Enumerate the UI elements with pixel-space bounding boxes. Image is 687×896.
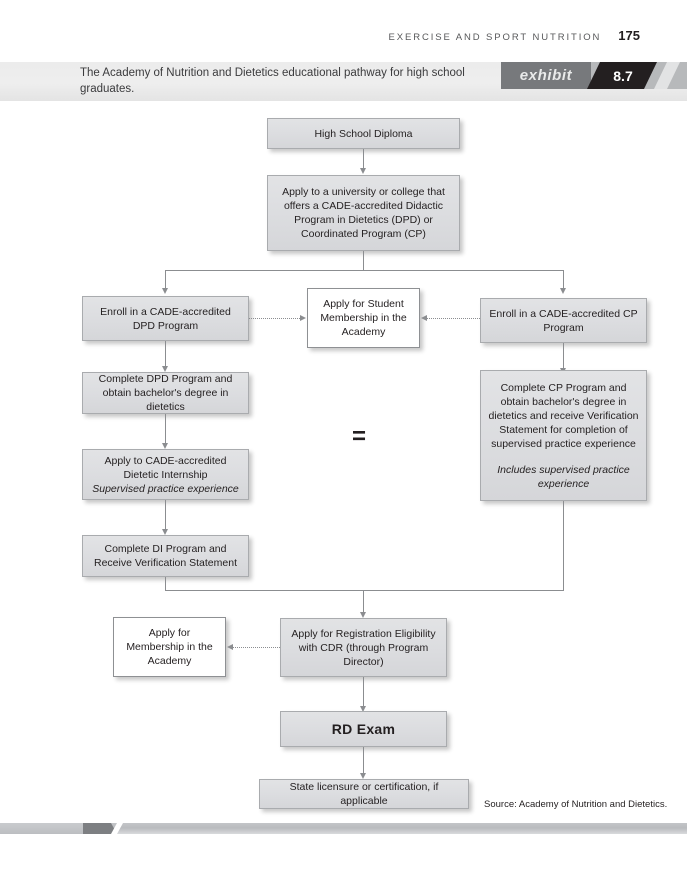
node-complete-cp-main: Complete CP Program and obtain bachelor'… bbox=[488, 381, 639, 450]
arrowhead-merge-to-registration bbox=[360, 612, 366, 618]
node-state-licensure: State licensure or certification, if app… bbox=[259, 779, 469, 809]
node-apply-internship-note: Supervised practice experience bbox=[92, 482, 239, 495]
arrowhead-registration-to-rd-exam bbox=[360, 706, 366, 712]
node-apply-registration-label: Apply for Registration Eligibility with … bbox=[291, 627, 436, 668]
exhibit-slash-decoration bbox=[654, 62, 680, 89]
connector-enroll-dpd-to-complete-dpd bbox=[165, 341, 166, 368]
page-number: 175 bbox=[618, 28, 640, 43]
node-complete-dpd: Complete DPD Program and obtain bachelor… bbox=[82, 372, 249, 414]
footer-bar-left-segment bbox=[0, 823, 83, 834]
connector-merge-bus bbox=[165, 590, 564, 591]
arrowhead-registration-to-membership bbox=[227, 644, 233, 650]
footer-bar-tab bbox=[83, 823, 117, 834]
footer-bar-notch bbox=[111, 823, 123, 834]
node-student-membership: Apply for Student Membership in the Acad… bbox=[307, 288, 420, 348]
node-complete-di-label: Complete DI Program and Receive Verifica… bbox=[94, 543, 237, 569]
node-state-licensure-label: State licensure or certification, if app… bbox=[289, 781, 439, 807]
arrowhead-internship-to-complete-di bbox=[162, 529, 168, 535]
arrowhead-diploma-to-university bbox=[360, 168, 366, 174]
exhibit-caption-text: The Academy of Nutrition and Dietetics e… bbox=[80, 67, 465, 95]
exhibit-number: 8.7 bbox=[613, 67, 633, 84]
arrowhead-enroll-dpd-to-complete-dpd bbox=[162, 366, 168, 372]
node-apply-registration: Apply for Registration Eligibility with … bbox=[280, 618, 447, 677]
connector-bus-to-dpd bbox=[165, 270, 166, 290]
node-student-membership-label: Apply for Student Membership in the Acad… bbox=[320, 298, 407, 338]
connector-cp-to-membership bbox=[427, 318, 480, 319]
connector-merge-to-registration bbox=[363, 590, 364, 614]
connector-complete-cp-down bbox=[563, 501, 564, 591]
arrowhead-rd-exam-to-licensure bbox=[360, 773, 366, 779]
node-apply-membership-label: Apply for Membership in the Academy bbox=[126, 627, 213, 667]
node-enroll-dpd-label: Enroll in a CADE-accredited DPD Program bbox=[100, 305, 231, 332]
connector-rd-exam-to-licensure bbox=[363, 747, 364, 775]
node-apply-university-label: Apply to a university or college that of… bbox=[282, 186, 445, 240]
running-head-title: EXERCISE AND SPORT NUTRITION bbox=[388, 32, 602, 43]
connector-split-bus bbox=[165, 270, 564, 271]
connector-complete-dpd-to-internship bbox=[165, 414, 166, 445]
node-apply-dietetic-internship: Apply to CADE-accredited Dietetic Intern… bbox=[82, 449, 249, 500]
node-high-school-diploma-label: High School Diploma bbox=[314, 127, 413, 140]
node-apply-university: Apply to a university or college that of… bbox=[267, 175, 460, 251]
exhibit-label: exhibit bbox=[519, 67, 573, 84]
node-complete-cp-spacer bbox=[487, 451, 640, 463]
exhibit-label-block: exhibit bbox=[501, 62, 591, 89]
node-complete-di: Complete DI Program and Receive Verifica… bbox=[82, 535, 249, 577]
arrowhead-bus-to-cp bbox=[560, 288, 566, 294]
equals-symbol: = bbox=[352, 423, 367, 450]
connector-bus-to-cp bbox=[563, 270, 564, 290]
node-complete-cp-note: Includes supervised practice experience bbox=[497, 463, 630, 490]
connector-internship-to-complete-di bbox=[165, 500, 166, 531]
source-note: Source: Academy of Nutrition and Dieteti… bbox=[484, 799, 668, 810]
connector-dpd-to-membership bbox=[249, 318, 300, 319]
arrowhead-dpd-to-membership bbox=[300, 315, 306, 321]
node-enroll-cp-label: Enroll in a CADE-accredited CP Program bbox=[489, 307, 638, 334]
node-enroll-dpd: Enroll in a CADE-accredited DPD Program bbox=[82, 296, 249, 341]
connector-diploma-to-university bbox=[363, 149, 364, 170]
arrowhead-cp-to-membership bbox=[421, 315, 427, 321]
node-rd-exam-label: RD Exam bbox=[331, 721, 396, 737]
node-enroll-cp: Enroll in a CADE-accredited CP Program bbox=[480, 298, 647, 343]
node-rd-exam: RD Exam bbox=[280, 711, 447, 747]
connector-registration-to-rd-exam bbox=[363, 677, 364, 708]
exhibit-tag: exhibit 8.7 bbox=[501, 62, 687, 89]
node-complete-cp: Complete CP Program and obtain bachelor'… bbox=[480, 370, 647, 501]
node-complete-dpd-label: Complete DPD Program and obtain bachelor… bbox=[98, 373, 233, 413]
connector-university-stem bbox=[363, 251, 364, 271]
connector-enroll-cp-to-complete-cp bbox=[563, 343, 564, 370]
footer-bar bbox=[0, 823, 687, 834]
arrowhead-complete-dpd-to-internship bbox=[162, 443, 168, 449]
running-head: EXERCISE AND SPORT NUTRITION 175 bbox=[389, 28, 641, 43]
arrowhead-bus-to-dpd bbox=[162, 288, 168, 294]
node-apply-internship-text: Apply to CADE-accredited Dietetic Intern… bbox=[89, 454, 242, 496]
node-apply-membership: Apply for Membership in the Academy bbox=[113, 617, 226, 677]
node-high-school-diploma: High School Diploma bbox=[267, 118, 460, 149]
node-apply-internship-main: Apply to CADE-accredited Dietetic Intern… bbox=[104, 454, 227, 481]
exhibit-number-block: 8.7 bbox=[587, 62, 657, 89]
node-complete-cp-text: Complete CP Program and obtain bachelor'… bbox=[487, 381, 640, 491]
connector-complete-di-down bbox=[165, 577, 166, 591]
connector-registration-to-membership bbox=[233, 647, 280, 648]
